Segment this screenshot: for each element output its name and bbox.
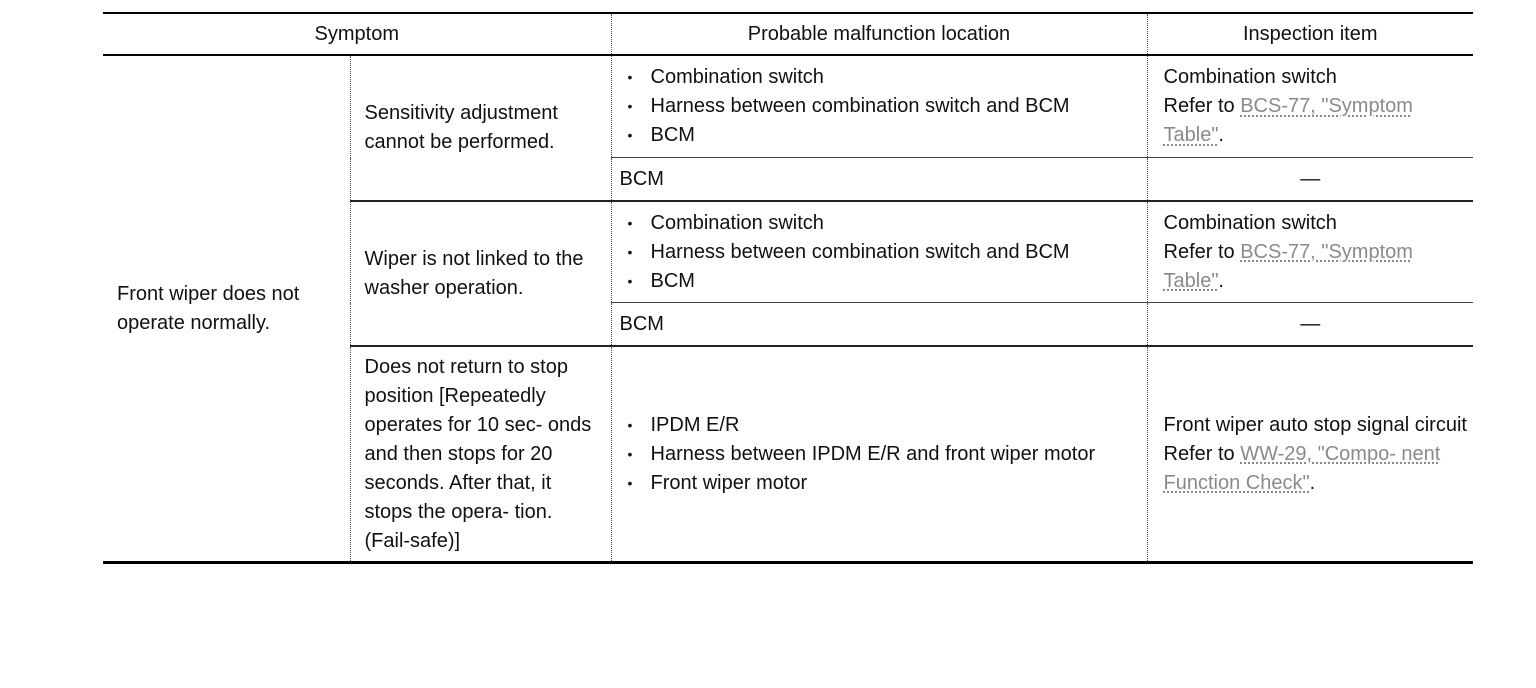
refer-prefix: Refer to (1163, 442, 1235, 465)
location-cell: BCM (610, 302, 1147, 346)
location-list: Combination switch Harness between combi… (620, 209, 1139, 296)
refer-prefix: Refer to (1163, 95, 1235, 117)
list-item: IPDM E/R (628, 411, 1139, 440)
table-row: Wiper is not linked to the washer operat… (103, 200, 1473, 346)
location-text: BCM (619, 312, 664, 335)
reference-link[interactable]: WW-29, "Compo- nent Function Check" (1163, 442, 1441, 494)
refer-suffix: . (1218, 269, 1224, 292)
sub-symptom-text: Does not return to stop position [Repeat… (364, 355, 592, 552)
sub-symptom-cell: Does not return to stop position [Repeat… (349, 345, 611, 563)
inspection-cell: — (1146, 302, 1473, 346)
list-item: Harness between IPDM E/R and front wiper… (628, 440, 1139, 469)
table-row: Front wiper does not operate normally. S… (103, 55, 1473, 334)
refer-suffix: . (1218, 124, 1224, 146)
location-cell: Combination switch Harness between combi… (610, 200, 1147, 303)
inspection-cell: Front wiper auto stop signal circuit Ref… (1146, 345, 1473, 563)
location-list: IPDM E/R Harness between IPDM E/R and fr… (620, 411, 1139, 498)
sub-symptom-cell: Wiper is not linked to the washer operat… (349, 200, 611, 346)
header-inspection: Inspection item (1146, 13, 1473, 56)
list-item: BCM (628, 121, 1139, 150)
inspection-title: Combination switch (1163, 211, 1337, 234)
inspection-cell: Combination switch Refer to BCS-77, "Sym… (1146, 200, 1473, 303)
symptom-table: Symptom Probable malfunction location In… (103, 12, 1473, 564)
inspection-dash: — (1300, 312, 1321, 335)
inspection-cell: Combination switch Refer to BCS-77, "Sym… (1146, 55, 1473, 158)
table-row: BCM — (103, 302, 1473, 346)
header-symptom: Symptom (103, 13, 611, 56)
location-cell: Combination switch Harness between combi… (610, 55, 1147, 158)
table-row: Does not return to stop position [Repeat… (103, 345, 1473, 563)
main-symptom-text: Front wiper does not operate normally. (117, 282, 300, 334)
table-row: BCM — (103, 157, 1473, 201)
sub-symptom-text: Sensitivity adjustment cannot be perform… (364, 102, 558, 153)
reference-link[interactable]: BCS-77, "Symptom Table" (1163, 95, 1413, 146)
list-item: BCM (628, 267, 1139, 296)
location-cell: IPDM E/R Harness between IPDM E/R and fr… (610, 345, 1147, 563)
refer-prefix: Refer to (1163, 240, 1235, 263)
inspection-title: Front wiper auto stop signal circuit (1163, 413, 1467, 436)
list-item: Harness between combination switch and B… (628, 92, 1139, 121)
main-symptom-cell: Front wiper does not operate normally. (103, 55, 350, 563)
location-list: Combination switch Harness between combi… (620, 63, 1139, 150)
location-text: BCM (619, 167, 664, 190)
list-item: Combination switch (628, 209, 1139, 238)
header-row: Symptom Probable malfunction location In… (103, 13, 1473, 56)
sub-symptom-cell: Sensitivity adjustment cannot be perform… (349, 55, 611, 201)
inspection-cell: — (1146, 157, 1473, 201)
list-item: Harness between combination switch and B… (628, 238, 1139, 267)
header-location: Probable malfunction location (610, 13, 1147, 56)
inspection-title: Combination switch (1163, 66, 1337, 88)
location-cell: BCM (610, 157, 1147, 201)
reference-link[interactable]: BCS-77, "Symptom Table" (1163, 240, 1413, 292)
sub-symptom-text: Wiper is not linked to the washer operat… (364, 247, 584, 299)
inspection-dash: — (1300, 167, 1321, 190)
list-item: Combination switch (628, 63, 1139, 92)
list-item: Front wiper motor (628, 469, 1139, 498)
refer-suffix: . (1309, 471, 1316, 494)
